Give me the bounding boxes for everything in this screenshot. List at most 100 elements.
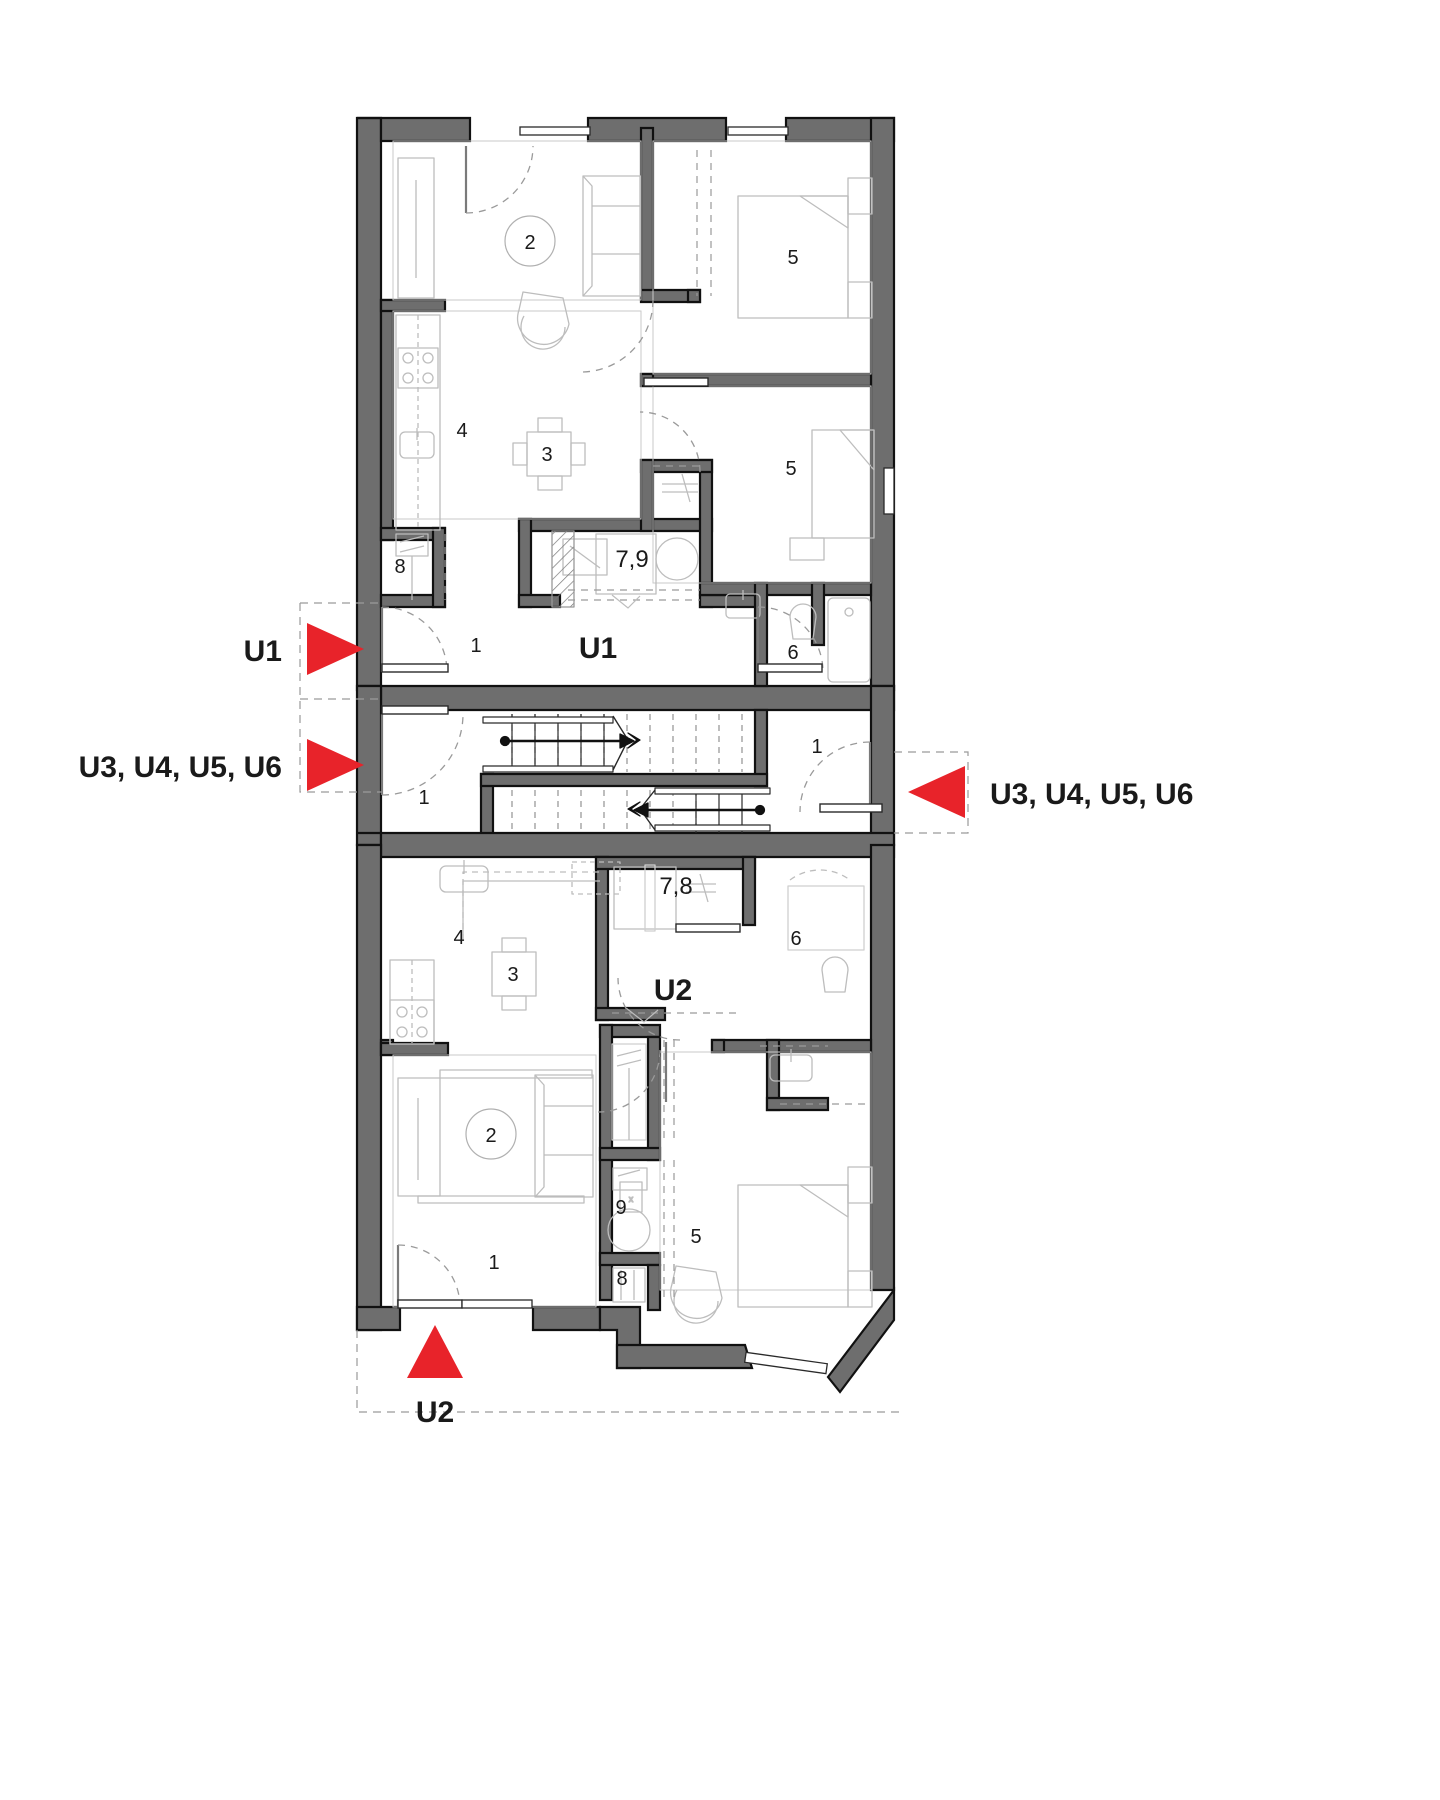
- wall-int-u2-bed-cap: [710, 1038, 726, 1054]
- furn-u2-dining: [491, 937, 537, 1011]
- room-number-u1-bed-upper: 5: [787, 247, 798, 269]
- wall-ext-top-b: [586, 116, 728, 143]
- furn-u1-desk: [789, 537, 825, 561]
- door-u1-living: [464, 145, 534, 214]
- unit-label-group: U1 U2: [579, 632, 692, 1007]
- room-number-u1-bed-mid: 5: [785, 458, 796, 480]
- wall-util-top: [517, 517, 714, 533]
- room-number-u1-util: 7,9: [615, 546, 648, 573]
- furniture-group: x: [389, 157, 875, 1324]
- furn-u1-dining: [512, 417, 586, 491]
- triangle-left-icon: [908, 766, 965, 818]
- wall-bath-top-left: [698, 593, 762, 609]
- furn-u1-bed-upper: [737, 177, 873, 319]
- furn-u2-bed: [669, 1166, 873, 1324]
- door-u2-bed: [760, 1045, 866, 1105]
- furn-u1-kitchen-counter: [395, 314, 441, 531]
- window-u2-living: [461, 1299, 533, 1309]
- furn-nightstand-a: [847, 177, 873, 215]
- furn-nightstand-b: [847, 281, 873, 319]
- entry-guide-group: [299, 602, 969, 1413]
- room-number-u2-living: 2: [485, 1125, 496, 1147]
- entry-marker-group[interactable]: U1 U3, U4, U5, U6 U3, U4, U5, U6 U2: [79, 623, 1194, 1429]
- wall-u2-closet-right: [646, 1035, 662, 1162]
- wall-ext-bot-b: [531, 1305, 602, 1332]
- room-number-u2-laundry: 8: [616, 1268, 627, 1290]
- furn-u1-toilet: [789, 603, 817, 640]
- furn-stair-rail-upper: [482, 716, 614, 724]
- door-u1-util: [568, 589, 700, 609]
- window-u1-living: [519, 126, 591, 136]
- triangle-right-icon: [307, 739, 364, 791]
- door-u1-upper-closet: [696, 150, 712, 296]
- entry-label-u2: U2: [416, 1396, 454, 1429]
- room-number-u2-dining: 3: [507, 964, 518, 986]
- room-number-u2-bed: 5: [690, 1226, 701, 1248]
- wall-ext-bot-angled-a: [615, 1343, 754, 1370]
- furn-u1-sofa: [582, 175, 641, 297]
- door-u2-bath: [617, 923, 741, 1041]
- furn-stair-upper: [482, 714, 743, 773]
- entry-label-u3456-right: U3, U4, U5, U6: [990, 778, 1193, 811]
- room-number-u1-bath: 6: [787, 642, 798, 664]
- window-u1-bed-mid: [883, 467, 895, 515]
- room-number-common-hall-left: 1: [418, 787, 429, 809]
- door-u1-bed-mid: [639, 411, 701, 473]
- door-u2-util: [612, 1007, 740, 1023]
- window-u1-bed-upper: [727, 126, 789, 136]
- room-number-u1-dining: 3: [541, 444, 552, 466]
- wall-bath-top: [698, 581, 873, 597]
- entry-label-u1: U1: [244, 635, 282, 668]
- wall-ext-left-lower: [355, 843, 383, 1332]
- window-u2-bed: [743, 1351, 829, 1375]
- svg-text:x: x: [629, 1194, 634, 1204]
- room-number-u2-kitchen: 4: [453, 927, 464, 949]
- entry-marker-u1[interactable]: U1: [244, 623, 364, 675]
- triangle-right-icon: [307, 623, 364, 675]
- wall-int-kitchen-left: [379, 298, 395, 542]
- wall-util-left: [517, 517, 533, 609]
- door-u1-bed-upper: [580, 299, 709, 387]
- room-number-u2-closet: 9: [615, 1197, 626, 1219]
- wall-u2-closet-left: [598, 1023, 614, 1302]
- room-number-group: 2 5 4 3 5 8 7,9 1 6 1 1 7,8 6 4 3 2 9 5 …: [394, 215, 823, 1290]
- entry-guide-left: [299, 603, 382, 793]
- entry-guide-right: [894, 751, 969, 834]
- door-group: [380, 145, 883, 1309]
- wall-u2-laundry-right: [646, 1263, 662, 1312]
- room-number-u1-kitchen: 4: [456, 420, 467, 442]
- furn-u2-kitchen: [389, 860, 621, 1045]
- wall-u2-laundry-top: [598, 1251, 662, 1267]
- furn-u1-bath: [725, 590, 871, 683]
- plan-label-u1: U1: [579, 632, 617, 665]
- wall-int-closet-corner: [686, 288, 702, 304]
- room-outline-group: [392, 140, 872, 1308]
- outline-u1-kitchen: [392, 310, 642, 520]
- furn-u2-bath: [769, 869, 865, 1082]
- furn-u1-util: [551, 530, 699, 608]
- wall-int-living-right: [639, 126, 655, 302]
- wall-int-kitchen-top: [379, 298, 447, 313]
- furn-u1-range: [397, 347, 439, 389]
- entry-marker-u3456-left[interactable]: U3, U4, U5, U6: [79, 739, 364, 791]
- room-number-u1-living: 2: [524, 232, 535, 254]
- room-number-common-hall-right: 1: [811, 736, 822, 758]
- furn-u2-armchair: [669, 1265, 723, 1324]
- furn-u2-util: [613, 864, 716, 932]
- entry-marker-u2[interactable]: U2: [407, 1325, 463, 1429]
- wall-ext-right-upper: [869, 116, 896, 692]
- wall-ext-bot-a: [355, 1305, 402, 1332]
- outline-u1-bed-upper: [652, 140, 872, 375]
- furn-u2-toilet: [821, 956, 849, 993]
- wall-ext-left-upper: [355, 116, 383, 692]
- window-group: [461, 126, 895, 1375]
- room-number-u2-util: 7,8: [659, 873, 692, 900]
- room-number-u1-hall: 1: [470, 635, 481, 657]
- room-number-u1-laundry: 8: [394, 556, 405, 578]
- entry-marker-u3456-right[interactable]: U3, U4, U5, U6: [908, 766, 1193, 818]
- entry-label-u3456-left: U3, U4, U5, U6: [79, 751, 282, 784]
- furn-u1-bed-mid: [789, 429, 875, 561]
- furn-stair-lower: [511, 787, 771, 833]
